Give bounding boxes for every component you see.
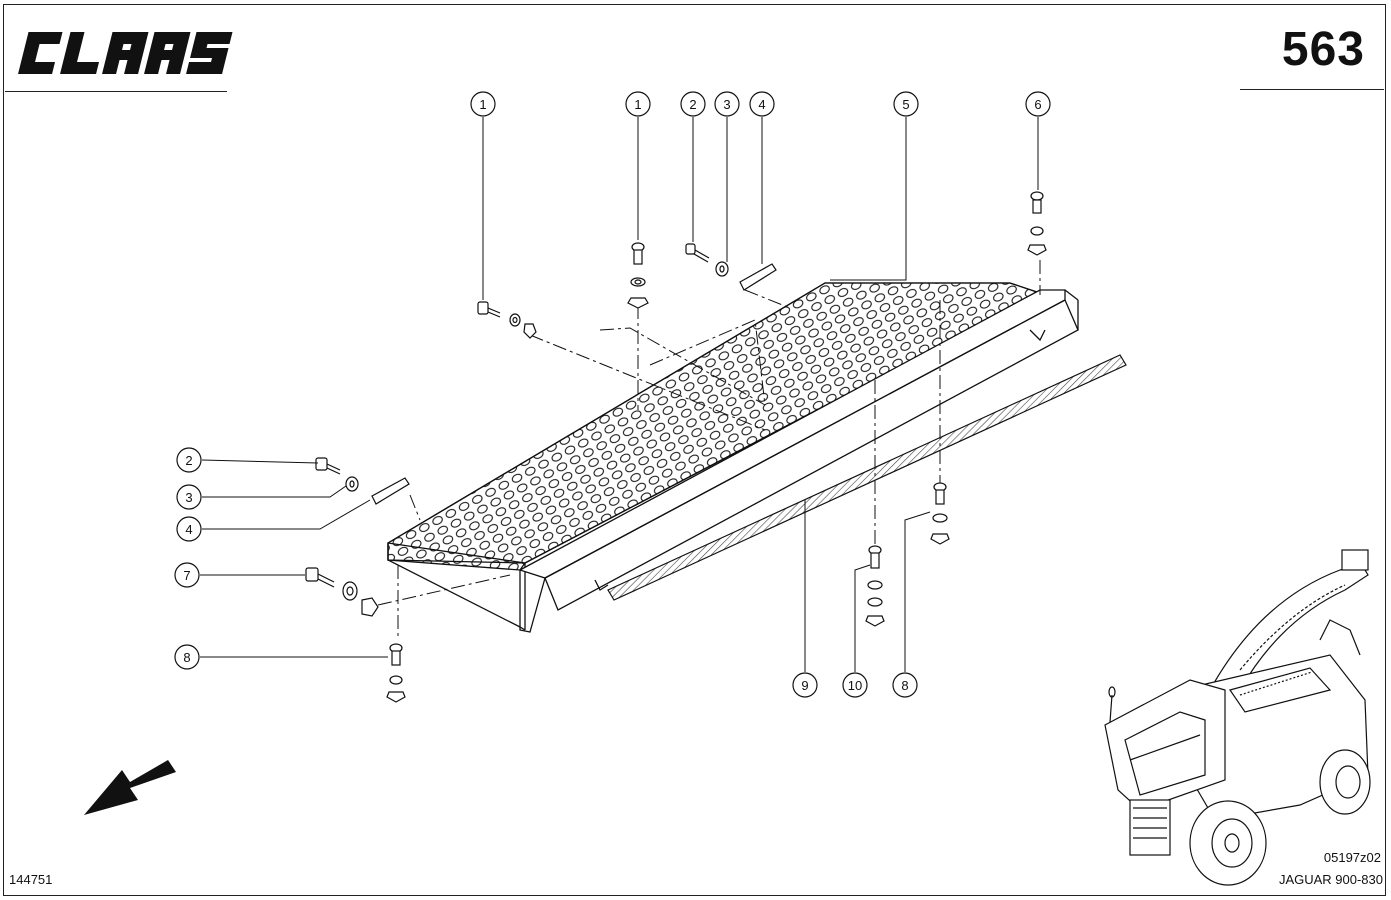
leader-lines [200,117,1039,672]
bolt-set-6 [1027,191,1047,256]
callout-8-left: 8 [183,650,190,665]
model-name: JAGUAR 900-830 [1278,872,1383,887]
bolt-set-left [477,301,537,339]
callout-labels: 1 1 2 3 4 5 6 2 3 4 7 8 9 10 8 [183,97,1041,693]
callout-bubbles [174,91,1051,698]
bolt-set-8-right [930,482,950,545]
callout-8-left-circle [174,644,200,670]
assembly-centerlines [377,260,1041,640]
image-id: 144751 [9,872,53,887]
callout-2-top: 2 [689,97,696,112]
bolt-set-left-lower [315,457,410,505]
callout-1-left-circle [470,91,496,117]
callout-3-left: 3 [185,490,192,505]
claas-logo [14,18,236,88]
callout-8-right-circle [892,672,918,698]
callout-9-circle [792,672,818,698]
bolt-set-8-left [386,643,406,703]
callout-1-mid: 1 [634,97,641,112]
callout-4-left: 4 [185,522,192,537]
callout-1-left: 1 [479,97,486,112]
callout-2-left-circle [176,447,202,473]
drawing-number: 05197z02 [1323,850,1381,865]
drawing-frame [3,4,1386,896]
page-number: 563 [1281,23,1365,76]
side-channel-beam [518,289,1079,633]
bolt-2-top [685,243,710,263]
direction-arrow [84,760,176,815]
callout-6: 6 [1034,97,1041,112]
callout-4-left-circle [176,516,202,542]
harvester-thumbnail [1104,549,1371,886]
fastener-hardware [305,191,1047,703]
bolt-set-7 [305,567,379,617]
bolt-set-mid [627,242,649,309]
callout-6-circle [1025,91,1051,117]
callout-3-top: 3 [723,97,730,112]
callout-4-top-circle [749,91,775,117]
callout-1-mid-circle [625,91,651,117]
callout-3-top-circle [714,91,740,117]
header-rule-right [1240,89,1384,90]
header-rule-left [5,91,227,92]
callout-5-circle [893,91,919,117]
callout-10-circle [842,672,868,698]
bolt-set-10 [865,545,885,627]
callout-7-circle [174,562,200,588]
callout-4-top: 4 [758,97,765,112]
perforated-platform [387,282,1042,631]
callout-10: 10 [848,678,862,693]
rubber-edge-strip [607,354,1127,601]
callout-2-left: 2 [185,453,192,468]
callout-7: 7 [183,568,190,583]
callout-9: 9 [801,678,808,693]
callout-8-right: 8 [901,678,908,693]
callout-5: 5 [902,97,909,112]
callout-3-left-circle [176,484,202,510]
callout-2-top-circle [680,91,706,117]
